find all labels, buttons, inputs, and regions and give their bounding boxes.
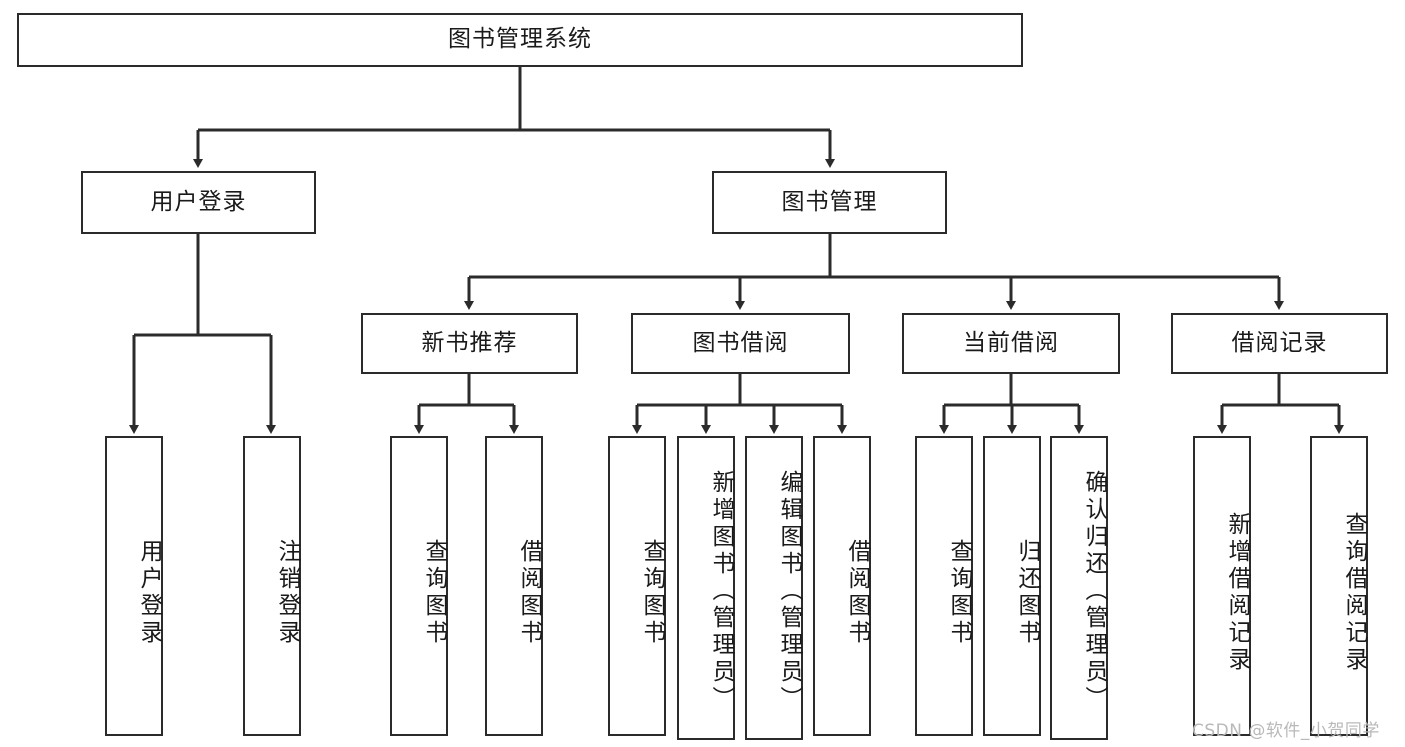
node-root-label: 图书管理系统	[448, 26, 592, 53]
node-leaf-logout-login[interactable]: 注销登录	[243, 436, 301, 736]
node-leaf-edit-book[interactable]: 编辑图书（管理员）	[745, 436, 803, 740]
node-leaf-borrow-book-2[interactable]: 借阅图书	[813, 436, 871, 736]
node-leaf-add-record[interactable]: 新增借阅记录	[1193, 436, 1251, 736]
node-leaf-edit-book-label: 编辑图书（管理员）	[776, 469, 802, 713]
csdn-watermark: CSDN @软件_小贺同学	[1192, 721, 1380, 741]
node-leaf-add-book-label: 新增图书（管理员）	[708, 469, 734, 713]
node-leaf-return-book-label: 归还图书	[1014, 539, 1040, 647]
node-leaf-query-book-3-label: 查询图书	[946, 539, 972, 647]
node-borrow-record[interactable]: 借阅记录	[1171, 313, 1388, 374]
node-leaf-add-book[interactable]: 新增图书（管理员）	[677, 436, 735, 740]
node-leaf-confirm-return-label: 确认归还（管理员）	[1081, 469, 1107, 713]
node-leaf-user-login-label: 用户登录	[136, 539, 162, 647]
node-user-login-label: 用户登录	[150, 188, 247, 215]
node-leaf-user-login[interactable]: 用户登录	[105, 436, 163, 736]
node-current-borrow-label: 当前借阅	[963, 329, 1059, 356]
node-leaf-return-book[interactable]: 归还图书	[983, 436, 1041, 736]
node-leaf-logout-login-label: 注销登录	[274, 539, 300, 647]
node-book-management-label: 图书管理	[781, 188, 878, 215]
node-leaf-borrow-book-1-label: 借阅图书	[516, 539, 542, 647]
node-leaf-query-book-2-label: 查询图书	[639, 539, 665, 647]
node-root[interactable]: 图书管理系统	[17, 13, 1023, 67]
node-leaf-borrow-book-2-label: 借阅图书	[844, 539, 870, 647]
node-new-book-recommend-label: 新书推荐	[421, 329, 518, 356]
node-leaf-query-book-3[interactable]: 查询图书	[915, 436, 973, 736]
node-book-borrow-label: 图书借阅	[692, 329, 789, 356]
node-user-login[interactable]: 用户登录	[81, 171, 316, 234]
node-leaf-add-record-label: 新增借阅记录	[1224, 512, 1250, 674]
node-leaf-query-record[interactable]: 查询借阅记录	[1310, 436, 1368, 736]
node-new-book-recommend[interactable]: 新书推荐	[361, 313, 578, 374]
node-book-management[interactable]: 图书管理	[712, 171, 947, 234]
node-borrow-record-label: 借阅记录	[1231, 329, 1328, 356]
node-leaf-borrow-book-1[interactable]: 借阅图书	[485, 436, 543, 736]
node-current-borrow[interactable]: 当前借阅	[902, 313, 1120, 374]
node-leaf-query-book-1-label: 查询图书	[421, 539, 447, 647]
node-leaf-confirm-return[interactable]: 确认归还（管理员）	[1050, 436, 1108, 740]
node-leaf-query-book-2[interactable]: 查询图书	[608, 436, 666, 736]
node-book-borrow[interactable]: 图书借阅	[631, 313, 850, 374]
node-leaf-query-record-label: 查询借阅记录	[1341, 512, 1367, 674]
node-leaf-query-book-1[interactable]: 查询图书	[390, 436, 448, 736]
